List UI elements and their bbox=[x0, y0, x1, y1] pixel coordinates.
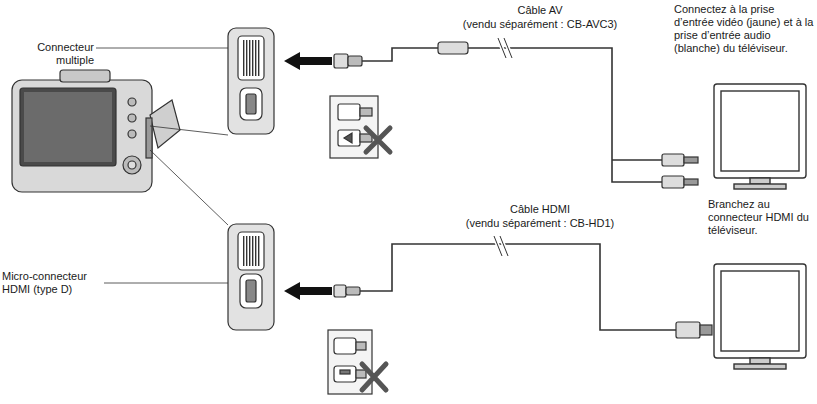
camera bbox=[128, 114, 136, 122]
hdmi-cable bbox=[494, 236, 508, 256]
connector-panel bbox=[240, 274, 262, 308]
connector-panel bbox=[228, 224, 274, 330]
leader-line bbox=[96, 48, 238, 283]
cable-note: (vendu séparément : CB-AVC3) bbox=[440, 18, 640, 31]
television bbox=[750, 178, 770, 184]
television bbox=[721, 91, 799, 171]
camera bbox=[123, 156, 141, 174]
instruction-note: Connectez à la prise d’entrée vidéo (jau… bbox=[674, 3, 814, 55]
wrong-mark bbox=[362, 128, 390, 390]
hdmi-cable bbox=[700, 325, 712, 335]
cable-name: Câble AV bbox=[455, 4, 625, 17]
plug-orientation bbox=[334, 366, 356, 382]
wrong-mark bbox=[362, 364, 386, 390]
hdmi-cable bbox=[334, 236, 712, 338]
plug-orientation bbox=[344, 133, 352, 143]
plug-orientation bbox=[338, 130, 360, 146]
plug-orientation bbox=[328, 96, 378, 394]
television bbox=[714, 84, 806, 178]
connector-panel bbox=[238, 232, 264, 270]
hdmi-cable bbox=[676, 322, 700, 338]
insert-arrow bbox=[284, 282, 332, 300]
camera bbox=[128, 161, 136, 169]
av-cable bbox=[662, 176, 684, 188]
av-cable bbox=[498, 38, 512, 58]
television bbox=[721, 271, 799, 351]
camera bbox=[150, 100, 180, 148]
television bbox=[714, 264, 806, 358]
insert-arrow bbox=[284, 52, 332, 70]
part-name: Connecteur multiple bbox=[2, 41, 94, 67]
camera bbox=[24, 92, 112, 162]
hdmi-cable bbox=[346, 287, 360, 295]
av-cable bbox=[348, 56, 362, 66]
instruction-note: Branchez au connecteur HDMI du téléviseu… bbox=[708, 198, 814, 237]
insert-arrow bbox=[284, 52, 332, 300]
av-cable bbox=[362, 48, 662, 182]
television bbox=[734, 364, 786, 369]
av-cable bbox=[662, 154, 684, 166]
leader-line bbox=[104, 283, 238, 284]
av-cable bbox=[498, 38, 512, 58]
av-cable bbox=[438, 42, 468, 54]
connector-panel bbox=[246, 280, 256, 302]
connector-panel bbox=[242, 40, 260, 76]
television bbox=[750, 358, 770, 364]
av-cable bbox=[684, 179, 698, 185]
part-name: Micro-connecteur HDMI (type D) bbox=[2, 270, 102, 296]
camera bbox=[12, 80, 152, 192]
plug-orientation bbox=[338, 104, 360, 120]
av-cable bbox=[334, 54, 348, 68]
plug-orientation bbox=[356, 342, 366, 350]
connector-panel bbox=[242, 236, 260, 266]
plug-orientation bbox=[360, 108, 372, 116]
connector-panel bbox=[238, 36, 264, 80]
plug-orientation bbox=[356, 370, 366, 378]
connector-panel bbox=[240, 88, 262, 120]
camera bbox=[20, 88, 116, 166]
television bbox=[734, 184, 786, 189]
av-cable bbox=[684, 157, 698, 163]
leader-line bbox=[150, 150, 228, 225]
camera bbox=[60, 70, 110, 82]
camera bbox=[128, 98, 136, 106]
hdmi-cable bbox=[494, 236, 508, 256]
cable-name: Câble HDMI bbox=[455, 203, 625, 216]
plug-orientation bbox=[334, 338, 356, 354]
plug-orientation bbox=[340, 370, 350, 374]
connector-panel bbox=[228, 28, 274, 134]
connector-panel bbox=[228, 224, 274, 330]
leader-line bbox=[150, 126, 228, 135]
connector-panel bbox=[228, 28, 274, 134]
av-cable bbox=[334, 38, 698, 188]
camera bbox=[128, 130, 136, 138]
camera bbox=[12, 70, 180, 192]
hdmi-cable bbox=[334, 285, 346, 297]
hdmi-cable bbox=[360, 244, 676, 330]
leader-line bbox=[96, 48, 238, 49]
camera bbox=[146, 118, 152, 158]
cable-note: (vendu séparément : CB-HD1) bbox=[440, 217, 640, 230]
wrong-mark bbox=[366, 128, 390, 152]
connector-panel bbox=[246, 94, 256, 114]
